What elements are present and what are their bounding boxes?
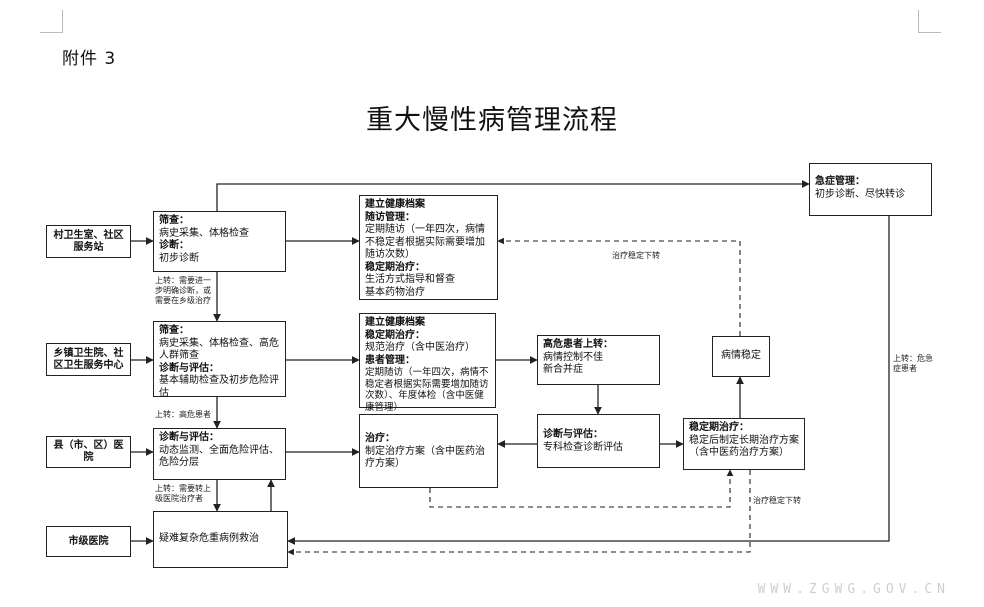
label-emergency-up: 上转：危急症患者 <box>893 354 933 373</box>
corner-mark-right <box>918 10 941 33</box>
stable-plan-box: 稳定期治疗： 稳定后制定长期治疗方案（含中医药治疗方案） <box>683 418 805 470</box>
level-village: 村卫生室、社区服务站 <box>46 225 131 258</box>
connector-down-city <box>287 470 751 556</box>
connector-down-county <box>429 469 734 508</box>
connector-down-village <box>497 237 741 336</box>
corner-mark-left <box>40 10 63 33</box>
township-record-box: 建立健康档案 稳定期治疗： 规范治疗（含中医治疗） 患者管理： 定期随访（一年四… <box>359 313 496 413</box>
watermark: WWW.ZGWG.GOV.CN <box>757 582 950 597</box>
stable-condition-box: 病情稳定 <box>712 336 770 377</box>
county-treatment-box: 治疗： 制定治疗方案（含中医药治疗方案） <box>359 414 498 488</box>
connector-emergency <box>216 180 810 211</box>
township-screening-box: 筛查： 病史采集、体格检查、高危人群筛查 诊断与评估： 基本辅助检查及初步危险评… <box>153 321 286 399</box>
village-record-box: 建立健康档案 随访管理： 定期随访（一年四次，病情不稳定者根据实际需要增加随访次… <box>359 195 498 300</box>
high-risk-referral-box: 高危患者上转： 病情控制不佳 新合并症 <box>537 335 660 385</box>
city-treatment-box: 疑难复杂危重病例救治 <box>153 511 288 568</box>
label-down-top: 治疗稳定下转 <box>612 251 660 260</box>
label-up-high-risk: 上转：高危患者 <box>155 410 211 419</box>
label-up-village: 上转：需要进一步明确诊断，或需要在乡级治疗 <box>155 276 211 305</box>
label-up-city: 上转：需要转上级医院治疗者 <box>155 484 211 503</box>
level-township: 乡镇卫生院、社区卫生服务中心 <box>46 343 131 376</box>
level-county: 县（市、区）医院 <box>46 436 131 468</box>
specialist-assessment-box: 诊断与评估： 专科检查诊断评估 <box>537 414 660 468</box>
village-screening-box: 筛查： 病史采集、体格检查 诊断： 初步诊断 <box>153 211 286 272</box>
emergency-management-box: 急症管理： 初步诊断、尽快转诊 <box>809 163 932 216</box>
level-city: 市级医院 <box>46 526 131 557</box>
connector-emergency-city <box>287 216 890 545</box>
county-diagnosis-box: 诊断与评估： 动态监测、全面危险评估、危险分层 <box>153 428 286 480</box>
label-down-bottom: 治疗稳定下转 <box>753 496 801 505</box>
annex-label: 附件 3 <box>62 49 117 69</box>
page-title: 重大慢性病管理流程 <box>366 105 618 136</box>
